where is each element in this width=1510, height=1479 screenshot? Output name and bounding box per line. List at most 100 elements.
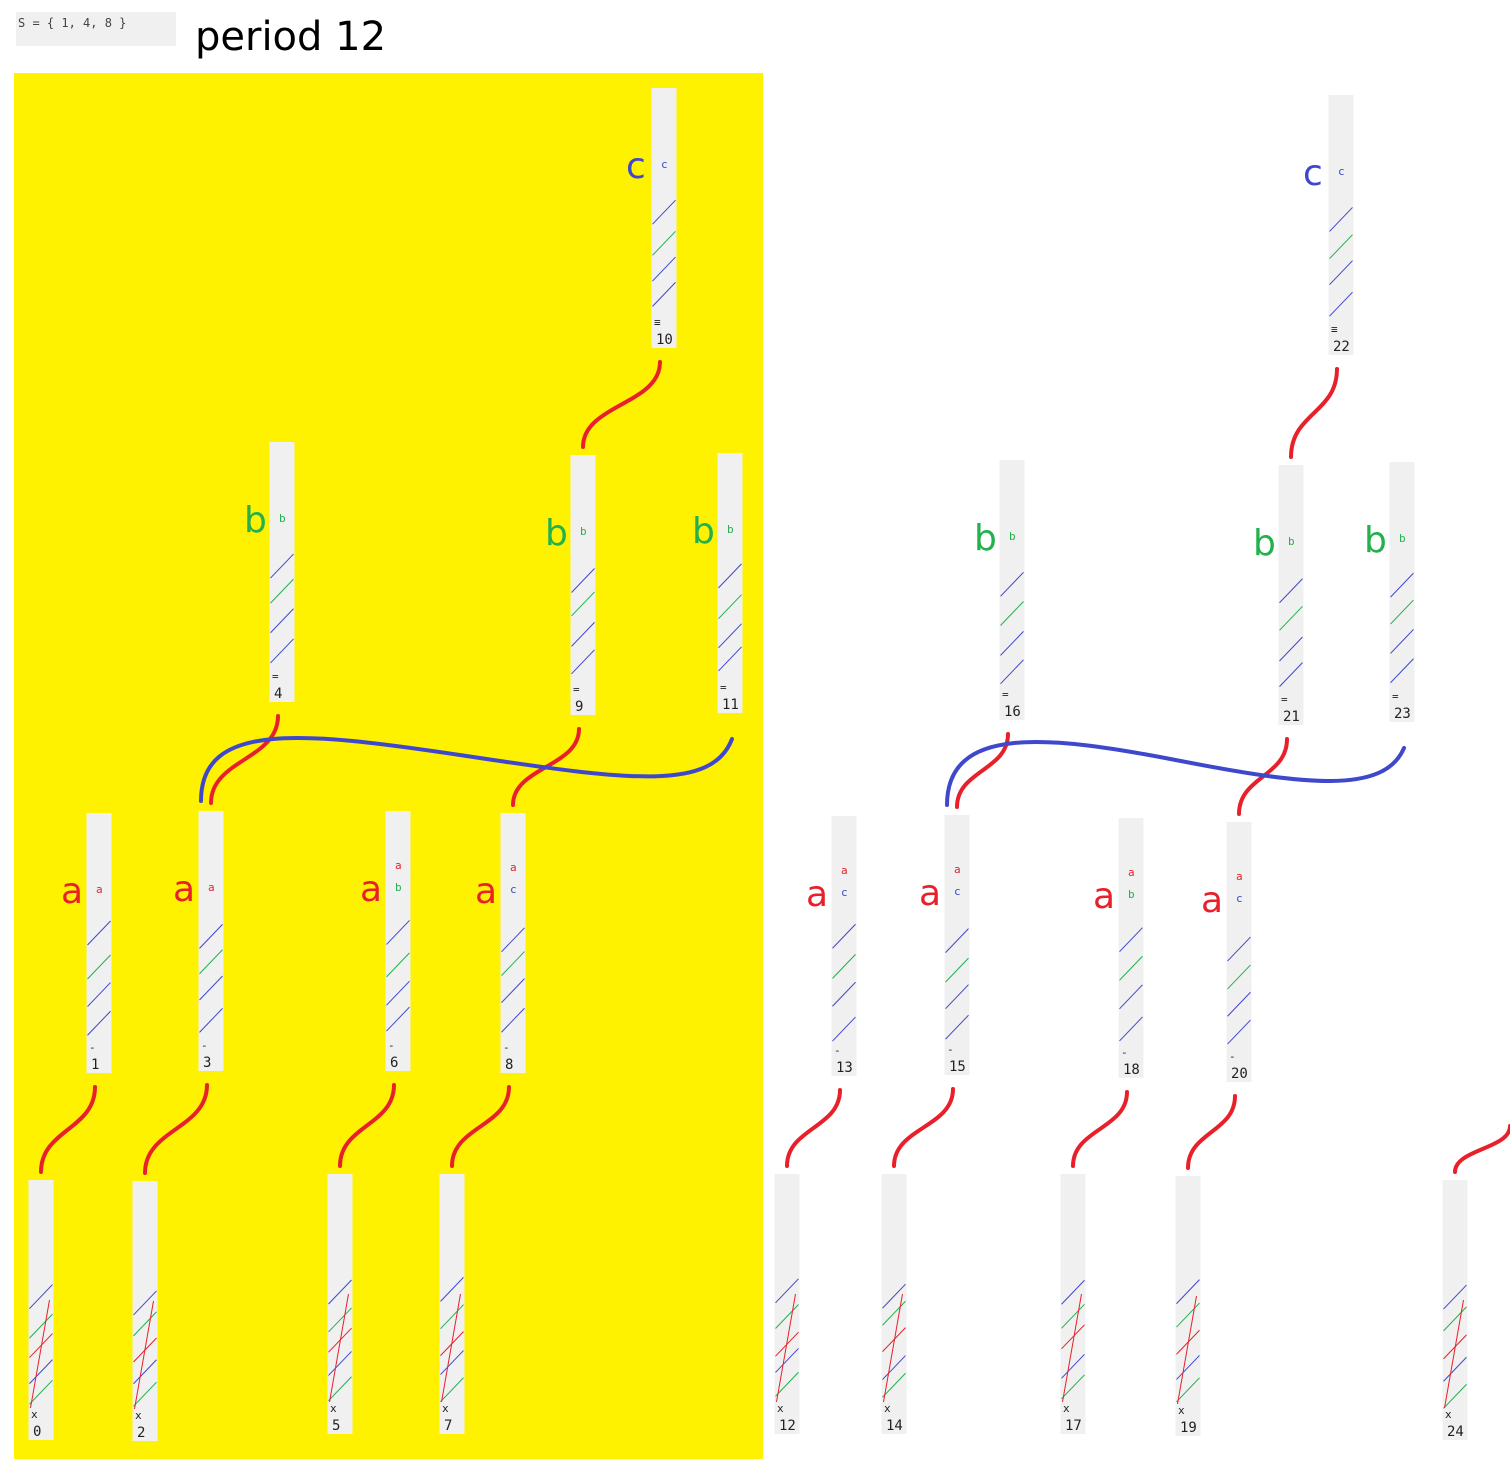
strip-number: 11: [722, 697, 739, 713]
hatch-line: [440, 1350, 464, 1375]
hatch-line: [775, 1278, 799, 1304]
strip-bar: [1389, 462, 1415, 722]
strip-mark: x: [1445, 1408, 1452, 1421]
hatch-line: [1000, 601, 1024, 626]
link-14-15: [892, 1087, 955, 1168]
strip-bar: [132, 1181, 158, 1441]
strip-23: b=23b: [1364, 462, 1415, 722]
strips-layer: x0a-1ax2a-3ab=4bx5ab-6ax7ac-8ab=9bc≡10cb…: [28, 88, 1468, 1441]
strip-number: 4: [274, 686, 282, 702]
hatch-line: [1061, 1353, 1085, 1379]
strip-mark: -: [947, 1043, 954, 1056]
hatch-line: [87, 954, 111, 980]
hatch-line: [1227, 991, 1251, 1017]
hatch-line: [832, 981, 856, 1007]
label-a: a: [173, 869, 195, 910]
hatch-line: [134, 1300, 154, 1410]
tag-glyph-c: c: [841, 886, 848, 899]
hatch-line: [1000, 631, 1024, 656]
hatch-line: [883, 1293, 903, 1403]
tag-glyph-b: b: [279, 512, 286, 525]
hatch-line: [133, 1311, 157, 1337]
hatch-line: [501, 951, 525, 976]
link-3-11: [199, 735, 734, 803]
hatch-line: [1329, 291, 1353, 317]
hatch-line: [571, 649, 595, 675]
strip-6: ab-6a: [360, 811, 411, 1071]
strip-8: ac-8a: [475, 813, 526, 1073]
label-a: a: [806, 874, 828, 915]
hatch-line: [1061, 1303, 1085, 1329]
hatch-line: [1176, 1302, 1200, 1328]
strip-bar: [717, 453, 743, 713]
hatch-line: [1000, 659, 1024, 685]
hatch-line: [1279, 636, 1303, 662]
label-b: b: [974, 518, 997, 559]
strip-mark: =: [1002, 688, 1009, 701]
hatch-line: [1279, 605, 1303, 631]
strip-20: ac-20a: [1201, 822, 1252, 1082]
strip-bar: [651, 88, 677, 348]
tag-glyph-c: c: [510, 883, 517, 896]
hatch-line: [1177, 1295, 1197, 1405]
strip-bar: [831, 816, 857, 1076]
strip-mark: x: [1178, 1404, 1185, 1417]
hatch-line: [882, 1300, 906, 1326]
hatch-line: [718, 594, 742, 620]
tag-glyph-b: b: [395, 881, 402, 894]
link-19-20: [1186, 1094, 1237, 1170]
hatch-line: [1329, 234, 1353, 260]
hatch-line: [87, 982, 111, 1007]
strip-mark: -: [89, 1041, 96, 1054]
tag-glyph-a: a: [510, 861, 517, 874]
tag-glyph-a: a: [395, 859, 402, 872]
tag-glyph-a: a: [1128, 866, 1135, 879]
tag-glyph-a: a: [954, 863, 961, 876]
link-7-8: [450, 1085, 511, 1168]
strip-bar: [439, 1174, 465, 1434]
hatch-line: [1119, 984, 1143, 1010]
link-5-6: [338, 1083, 396, 1168]
strip-bar: [1328, 95, 1354, 355]
strip-10: c≡10c: [626, 88, 677, 348]
strip-mark: =: [720, 681, 727, 694]
strip-5: x5: [327, 1174, 353, 1434]
strip-number: 5: [332, 1418, 340, 1434]
strip-number: 21: [1283, 709, 1300, 725]
hatch-line: [1061, 1324, 1085, 1350]
strip-number: 1: [91, 1057, 99, 1073]
hatch-line: [87, 1010, 111, 1036]
hatch-line: [775, 1304, 799, 1329]
hatch-line: [501, 927, 525, 953]
hatch-line: [571, 591, 595, 617]
hatch-line: [652, 199, 676, 225]
hatch-line: [652, 230, 676, 256]
strip-bar: [774, 1174, 800, 1434]
strip-number: 23: [1394, 706, 1411, 722]
strip-15: ac-15a: [919, 815, 970, 1075]
strip-number: 12: [779, 1418, 796, 1434]
hatch-line: [718, 623, 742, 649]
hatch-line: [1390, 599, 1414, 625]
hatch-line: [29, 1359, 53, 1384]
strip-number: 14: [886, 1418, 903, 1434]
strip-mark: =: [272, 670, 279, 683]
strip-4: b=4b: [244, 442, 295, 702]
strip-bar: [269, 442, 295, 702]
label-b: b: [1253, 523, 1276, 564]
hatch-line: [1227, 1019, 1251, 1045]
strip-bar: [1278, 465, 1304, 725]
strip-bar: [944, 815, 970, 1075]
strip-mark: x: [884, 1402, 891, 1415]
strip-mark: -: [503, 1041, 510, 1054]
strip-3: a-3a: [173, 811, 224, 1071]
hatch-line: [1227, 936, 1251, 962]
hatch-line: [1390, 572, 1414, 598]
hatch-line: [718, 563, 742, 589]
hatch-line: [270, 553, 294, 579]
strip-number: 9: [575, 699, 583, 715]
strip-24: x24: [1442, 1180, 1468, 1440]
hatch-line: [133, 1381, 157, 1407]
hatch-line: [776, 1293, 796, 1403]
hatch-line: [832, 1016, 856, 1042]
